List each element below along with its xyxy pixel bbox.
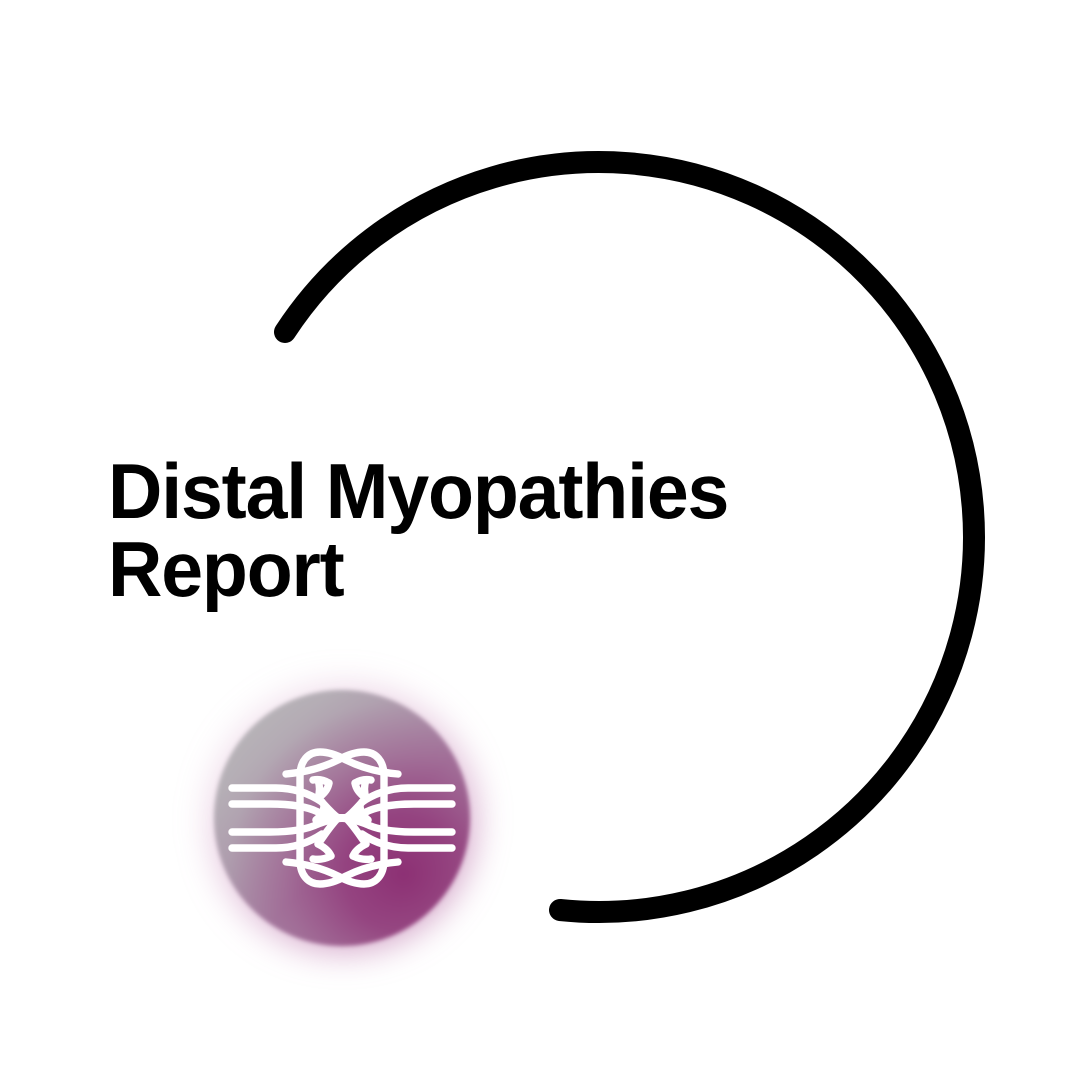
muscle-fibers-icon-left-half bbox=[228, 748, 388, 888]
page-title-line-1: Distal Myopathies bbox=[108, 447, 729, 535]
page-title: Distal Myopathies Report bbox=[108, 452, 868, 608]
muscle-fibers-icon-right-half bbox=[296, 748, 456, 888]
muscle-fiber-badge bbox=[196, 672, 488, 964]
muscle-fibers-icon bbox=[228, 748, 456, 888]
open-circle-arc bbox=[274, 151, 985, 923]
page-title-line-2: Report bbox=[108, 525, 345, 613]
